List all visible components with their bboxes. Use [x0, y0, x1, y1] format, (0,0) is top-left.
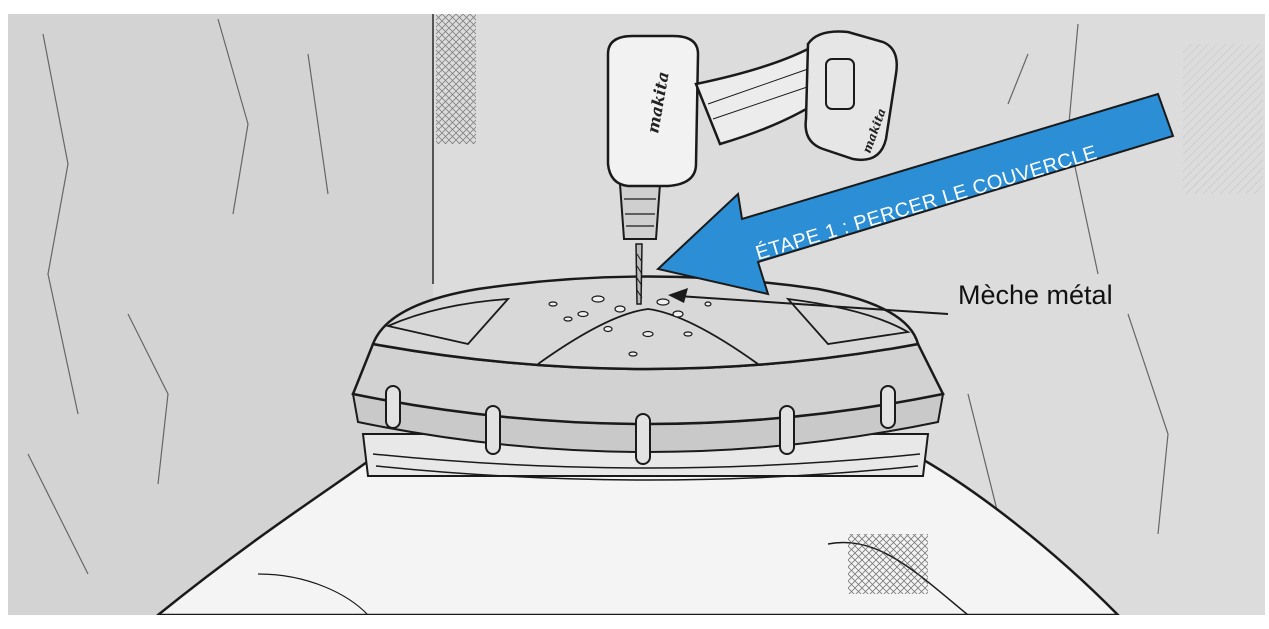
barrel-shading: [848, 534, 928, 594]
drill-battery: [806, 32, 897, 160]
wall-shading: [436, 14, 476, 144]
drill-bit-label: Mèche métal: [958, 280, 1113, 310]
drill-lid-illustration: makita makita ÉTAPE 1 : PERCER LE COUVER…: [8, 14, 1265, 615]
barrel-lid: [353, 277, 943, 465]
drill-bit: [636, 244, 642, 304]
illustration-frame: makita makita ÉTAPE 1 : PERCER LE COUVER…: [8, 14, 1265, 615]
wall-shading-right: [1183, 44, 1263, 194]
drill-chuck: [620, 184, 660, 239]
